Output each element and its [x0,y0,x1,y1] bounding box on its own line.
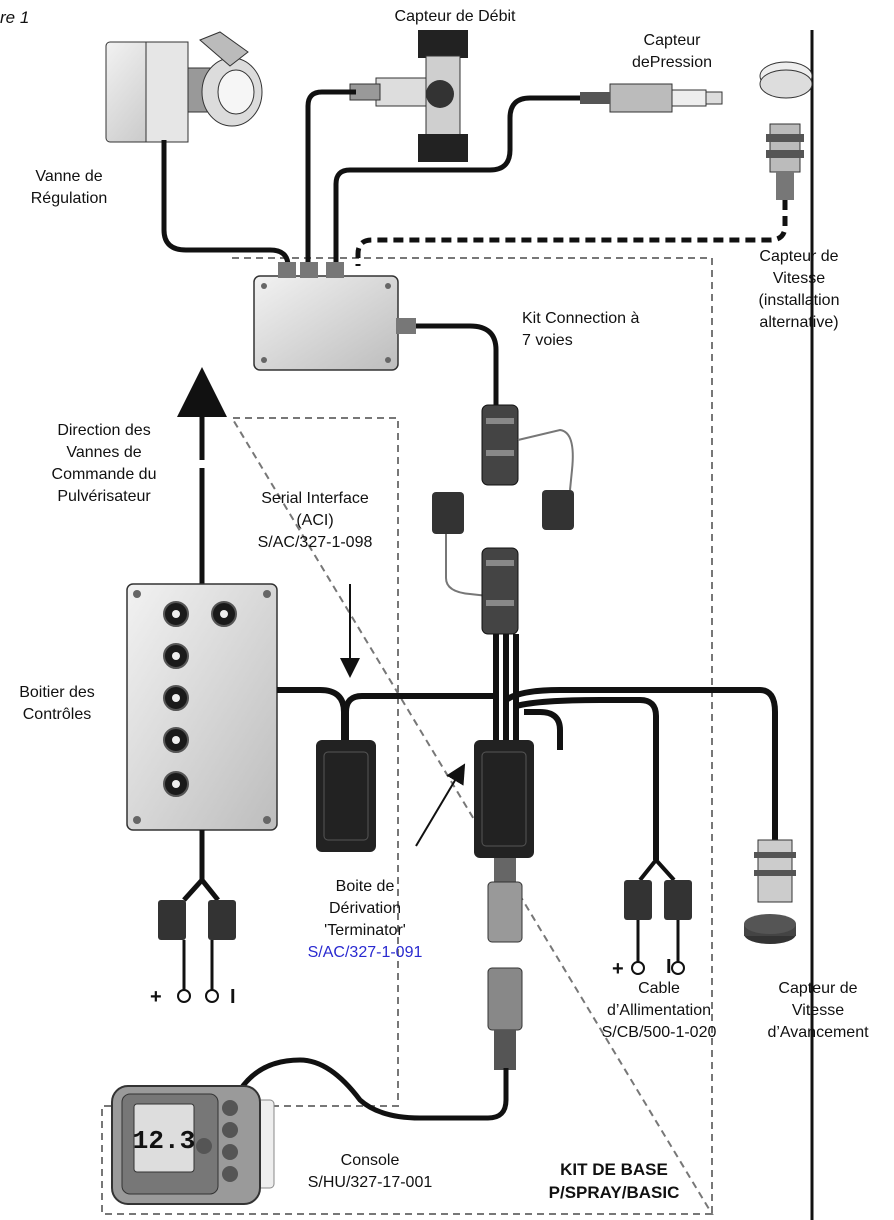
alt-speed-cable [355,200,788,266]
console-connector [487,858,523,1070]
minus-sign-right: I [666,956,672,978]
console-reading: 12.3 [133,1126,195,1156]
terminator-box [474,740,534,858]
power-cable-fuses [624,858,692,975]
plus-sign-right: + [612,958,624,980]
minus-sign-left: I [230,986,236,1008]
ground-speed-sensor [744,839,796,944]
kit-outline [101,257,714,1215]
flow-sensor [349,30,468,162]
connector-cap-right [542,490,574,530]
alt-speed-sensor [759,61,813,200]
connector-plug-bottom [481,547,519,635]
top-cables [161,89,580,405]
connector-cap-left [432,492,464,534]
regulation-valve [105,31,263,143]
label-debit: Capteur de Débit [394,8,516,25]
label-serial: Serial Interface(ACI)S/AC/327-1-098 [257,490,373,551]
plus-sign-left: + [150,986,162,1008]
figure-label: re 1 [0,8,30,27]
derivation-code: S/AC/327-1-091 [307,944,423,961]
connector-plug-top [481,404,574,491]
main-harness [277,634,778,860]
pressure-sensor [580,83,723,113]
console-device [111,1085,275,1205]
control-power-fuses [158,900,236,1003]
terminator-arrow [415,763,466,847]
control-box [126,583,278,831]
serial-interface-box [316,740,376,852]
junction-box [253,262,416,371]
